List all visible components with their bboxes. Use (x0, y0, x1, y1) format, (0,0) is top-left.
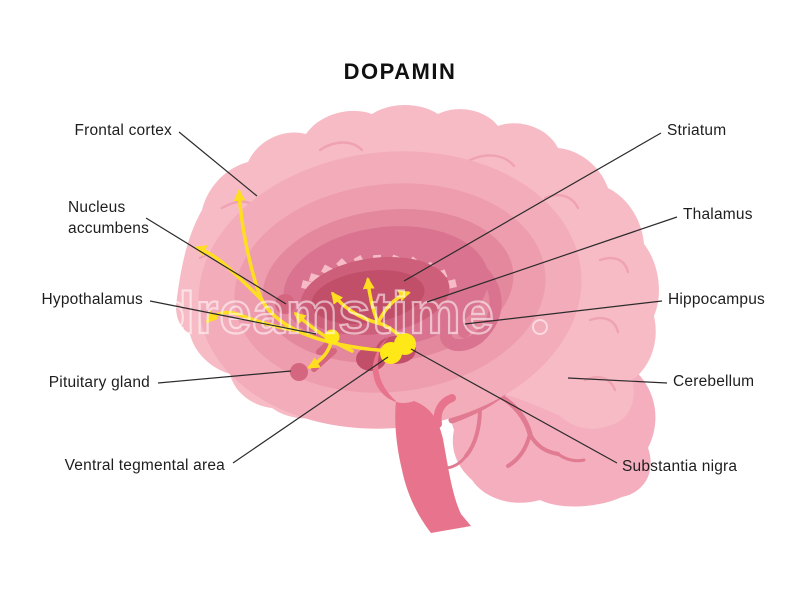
nigrostriatal-branch-1 (331, 291, 380, 325)
leader-cerebellum (567, 377, 668, 384)
hypothalamic-node-dot (324, 329, 340, 345)
brainstem-shape (372, 334, 471, 533)
label-hypothalamus: Hypothalamus (41, 291, 143, 308)
leader-pituitary-gland (157, 370, 292, 384)
leader-thalamus (426, 216, 678, 303)
label-thalamus: Thalamus (683, 206, 753, 223)
diagram-title: DOPAMIN (343, 59, 457, 84)
leader-ventral-tegmental-area (232, 356, 389, 464)
label-nucleus-accumbens: Nucleus accumbens (68, 199, 150, 237)
watermark: dreamstime (158, 280, 548, 347)
leader-lines (145, 131, 678, 464)
watermark-registered-icon (532, 319, 548, 335)
label-substantia-nigra: Substantia nigra (622, 458, 738, 475)
label-ventral-tegmental-area: Ventral tegmental area (64, 457, 225, 474)
leader-hippocampus (464, 300, 663, 325)
watermark-text: dreamstime (159, 281, 495, 346)
leader-substantia-nigra (410, 348, 618, 464)
leader-hypothalamus (149, 300, 317, 335)
leader-nucleus-accumbens (145, 217, 287, 305)
leader-striatum (403, 132, 662, 282)
tuberoinfundibular-pathway (307, 340, 333, 369)
substantia-nigra-dot (394, 333, 416, 355)
label-striatum: Striatum (667, 122, 727, 139)
cortical-branch-pathway (194, 245, 264, 302)
cerebellar-peduncle (433, 394, 456, 428)
thalamus-core (311, 270, 425, 324)
hippocampus-curl (439, 256, 502, 352)
label-hippocampus: Hippocampus (668, 291, 765, 308)
label-frontal-cortex: Frontal cortex (74, 122, 172, 139)
nigrostriatal-branch-3 (376, 290, 411, 325)
leader-frontal-cortex (178, 131, 258, 197)
label-cerebellum: Cerebellum (673, 373, 755, 390)
label-pituitary-gland: Pituitary gland (48, 374, 150, 391)
pituitary-gland-shape (290, 363, 308, 381)
nigrostriatal-branch-2 (362, 277, 380, 325)
mesolimbic-pathway (293, 312, 354, 353)
